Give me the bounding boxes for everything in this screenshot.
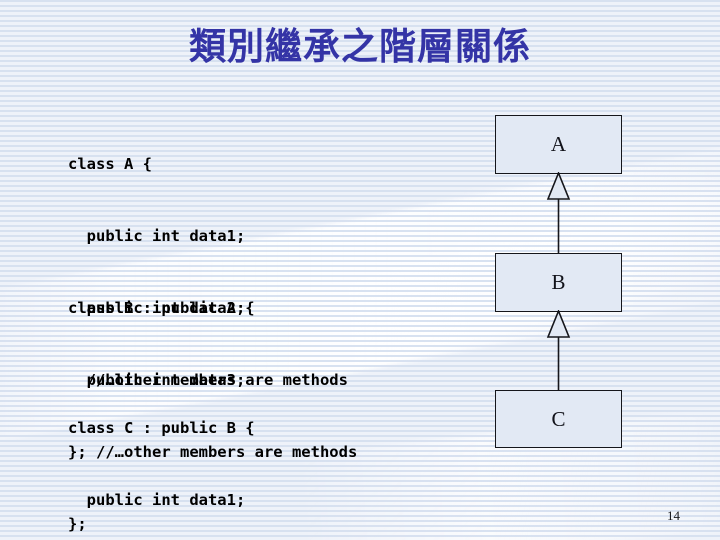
uml-generalization-arrow-b-to-a: [546, 172, 571, 256]
uml-class-box-a: A: [495, 115, 622, 174]
uml-class-box-b: B: [495, 253, 622, 312]
page-number: 14: [667, 508, 680, 523]
uml-generalization-arrow-c-to-b: [546, 310, 571, 392]
uml-class-label: B: [551, 270, 566, 294]
uml-class-label: C: [551, 406, 566, 431]
uml-hollow-triangle-icon: [546, 310, 571, 338]
uml-class-box-c: C: [495, 390, 622, 448]
uml-hollow-triangle-icon: [546, 172, 571, 200]
uml-class-label: A: [550, 132, 567, 156]
